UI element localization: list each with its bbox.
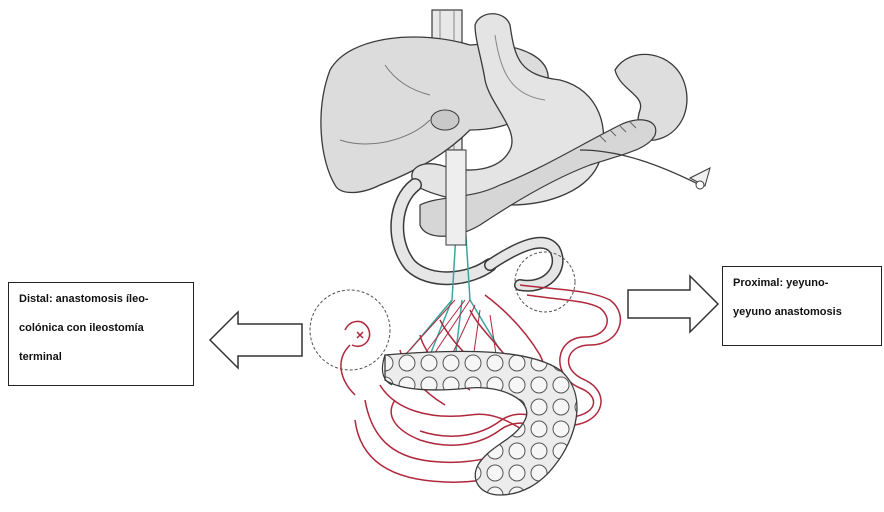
- arrow-left-icon: [210, 312, 302, 368]
- arrow-right-icon: [628, 276, 718, 332]
- colon: [385, 351, 577, 495]
- distal-label-line-3: terminal: [19, 343, 185, 372]
- gallbladder: [431, 110, 459, 130]
- distal-label-box: Distal: anastomosis íleo- colónica con i…: [8, 282, 194, 386]
- distal-resection-marker: [310, 290, 390, 370]
- proximal-label-line-2: yeyuno anastomosis: [733, 298, 875, 327]
- distal-label-line-2: colónica con ileostomía: [19, 314, 185, 343]
- distal-label-line-1: Distal: anastomosis íleo-: [19, 285, 185, 314]
- proximal-label-line-1: Proximal: yeyuno-: [733, 269, 875, 298]
- proximal-label-box: Proximal: yeyuno- yeyuno anastomosis: [722, 266, 882, 346]
